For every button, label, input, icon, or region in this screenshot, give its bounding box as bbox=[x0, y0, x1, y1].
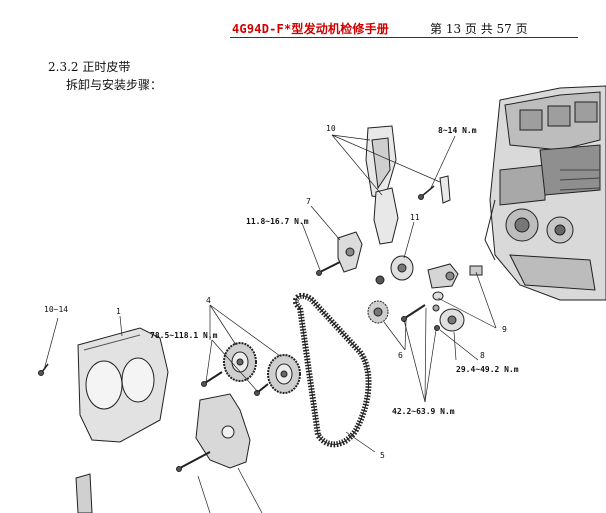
torque-10-14: 10~14 bbox=[44, 305, 68, 314]
part-9-idler-bracket bbox=[427, 263, 483, 312]
page-number: 第 13 页 共 57 页 bbox=[430, 22, 528, 36]
torque-8-14: 8~14 N.m bbox=[438, 126, 477, 135]
callout-1: 1 bbox=[116, 307, 121, 316]
callout-6: 6 bbox=[398, 351, 403, 360]
section-subheading: 拆卸与安装步骤： bbox=[66, 78, 163, 92]
part-10-upper-covers bbox=[365, 125, 451, 245]
engine-block-illustration bbox=[484, 85, 606, 301]
bolt-8-14 bbox=[418, 185, 435, 200]
bolt-11-8 bbox=[316, 261, 341, 276]
header-divider bbox=[230, 37, 578, 38]
torque-11-8: 11.8~16.7 N.m bbox=[246, 217, 309, 226]
part-1-lower-cover bbox=[77, 327, 169, 443]
part-5-timing-belt bbox=[292, 292, 372, 448]
torque-42-2: 42.2~63.9 N.m bbox=[392, 407, 455, 416]
callout-7: 7 bbox=[306, 197, 311, 206]
part-4-camshaft-sprockets bbox=[201, 342, 301, 396]
callout-8: 8 bbox=[480, 351, 485, 360]
part-7-tensioner-bracket bbox=[337, 231, 363, 273]
part-6-crank-sprocket bbox=[367, 300, 426, 324]
torque-29-4: 29.4~49.2 N.m bbox=[456, 365, 519, 374]
callout-5: 5 bbox=[380, 451, 385, 460]
lower-engine-bracket bbox=[75, 393, 251, 513]
callout-9: 9 bbox=[502, 325, 507, 334]
callout-4: 4 bbox=[206, 296, 211, 305]
leader-lines bbox=[43, 134, 497, 513]
section-heading: 2.3.2 正时皮带 bbox=[48, 60, 131, 74]
callout-11: 11 bbox=[410, 213, 420, 222]
part-11-tensioner-pulley bbox=[375, 255, 414, 285]
torque-78-5: 78.5~118.1 N.m bbox=[150, 331, 218, 340]
part-8-idler-pulley bbox=[434, 308, 465, 332]
callout-10: 10 bbox=[326, 124, 336, 133]
document-title: 4G94D-F*型发动机检修手册 bbox=[232, 22, 389, 36]
bolt-10-14 bbox=[38, 363, 49, 376]
page-header: 4G94D-F*型发动机检修手册 第 13 页 共 57 页 bbox=[0, 18, 606, 40]
